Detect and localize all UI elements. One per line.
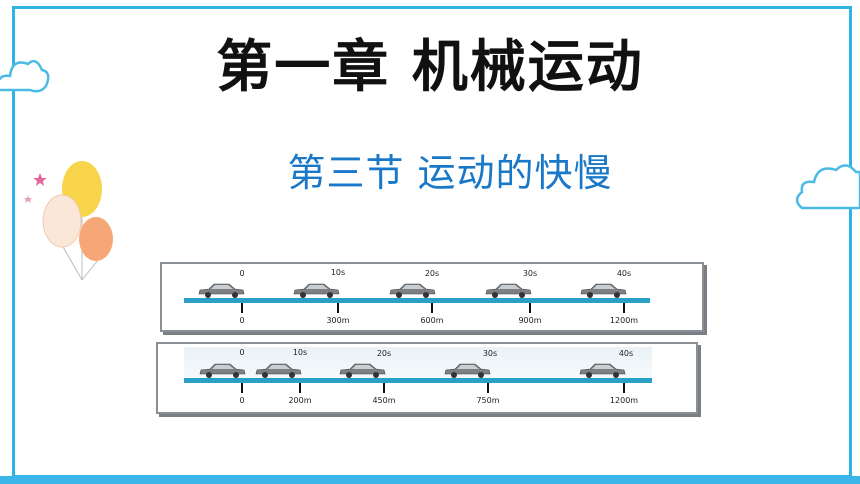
car-icon [293,283,340,298]
distance-tick [431,303,433,313]
cloud-icon [0,59,50,93]
car-icon [389,283,436,298]
bottom-bar [0,476,860,484]
distance-tick [487,383,489,393]
time-label: 20s [424,269,440,278]
distance-tick [241,303,243,313]
distance-label: 600m [420,316,444,325]
time-label: 0 [239,348,245,357]
time-label: 30s [522,269,538,278]
time-label: 40s [618,349,634,358]
distance-label: 900m [518,316,542,325]
car-icon [580,283,627,298]
distance-tick [337,303,339,313]
car-icon [255,363,302,378]
time-label: 20s [376,349,392,358]
time-label: 40s [616,269,632,278]
car-icon [444,363,491,378]
time-label: 0 [239,269,245,278]
star-icon [33,173,47,186]
time-label: 10s [330,268,346,277]
time-label: 30s [482,349,498,358]
distance-label: 0 [239,396,245,405]
distance-tick [383,383,385,393]
distance-label: 300m [326,316,350,325]
car-icon [339,363,386,378]
car-icon [579,363,626,378]
distance-tick [623,383,625,393]
car-icon [198,283,245,298]
distance-label: 750m [476,396,500,405]
distance-tick [529,303,531,313]
motion-diagram-variable: 0 10s 20s 30s 40s 0 200m 450m 750m 1200m [156,342,698,414]
distance-tick [299,383,301,393]
distance-label: 1200m [609,396,639,405]
time-label: 10s [292,348,308,357]
distance-label: 0 [239,316,245,325]
cloud-icon [795,164,860,210]
diagram-background [184,347,652,383]
distance-tick [241,383,243,393]
motion-diagram-uniform: 0 10s 20s 30s 40s 0 300m 600m 900m 1200m [160,262,704,332]
car-icon [199,363,246,378]
road [184,378,652,383]
chapter-title: 第一章 机械运动 [216,35,644,100]
car-icon [485,283,532,298]
distance-label: 450m [372,396,396,405]
distance-label: 200m [288,396,312,405]
distance-tick [623,303,625,313]
road [184,298,650,303]
balloon-icon [24,161,113,281]
distance-label: 1200m [609,316,639,325]
section-title: 第三节 运动的快慢 [287,151,613,195]
